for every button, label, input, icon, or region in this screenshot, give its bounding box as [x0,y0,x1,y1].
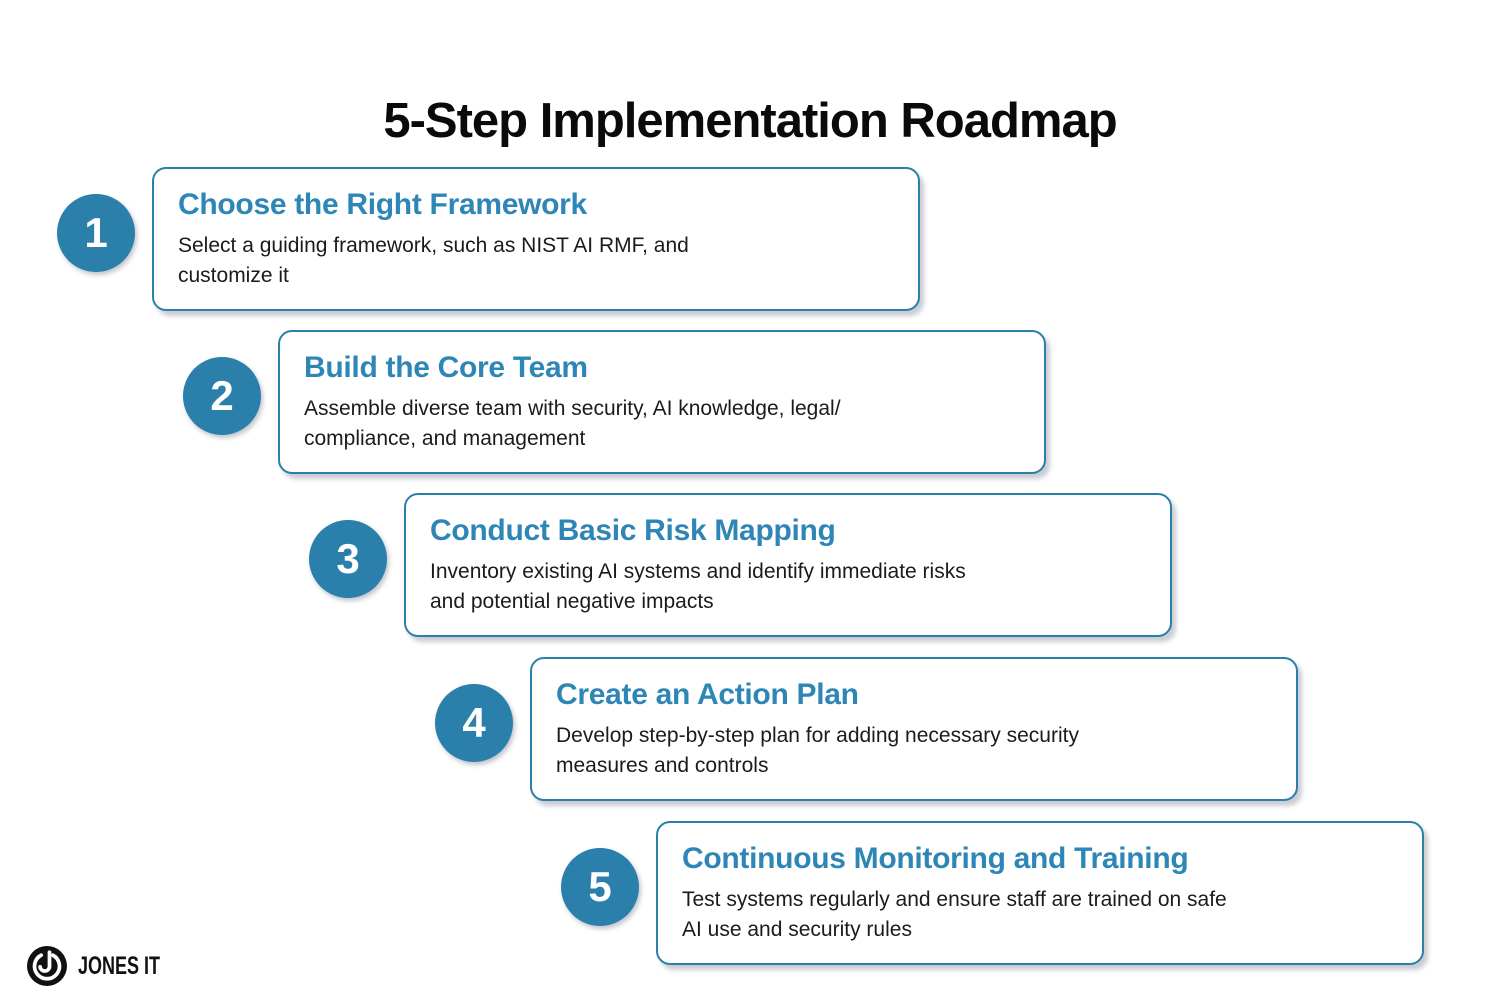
page-title: 5-Step Implementation Roadmap [383,93,1117,148]
step-title: Conduct Basic Risk Mapping [430,514,836,547]
footer-logo: JONES IT [27,946,192,986]
step-card: Build the Core Team Assemble diverse tea… [278,330,1046,474]
step-number: 3 [336,535,360,582]
step-description: Develop step-by-step plan for adding nec… [556,724,1079,777]
step-2: 2 Build the Core Team Assemble diverse t… [183,330,1046,474]
step-number-badge: 4 [435,684,513,762]
step-number-badge: 2 [183,357,261,435]
power-j-icon [27,946,67,986]
step-number: 4 [462,699,486,746]
step-number-badge: 3 [309,520,387,598]
logo-text: JONES IT [78,951,161,980]
step-5: 5 Continuous Monitoring and Training Tes… [561,821,1424,965]
step-number: 1 [84,209,108,256]
step-title: Create an Action Plan [556,678,859,711]
step-title: Continuous Monitoring and Training [682,842,1189,875]
step-description: Assemble diverse team with security, AI … [304,397,841,450]
step-description: Inventory existing AI systems and identi… [430,560,966,613]
step-number-badge: 5 [561,848,639,926]
step-4: 4 Create an Action Plan Develop step-by-… [435,657,1298,801]
step-1: 1 Choose the Right Framework Select a gu… [57,167,920,311]
step-card: Choose the Right Framework Select a guid… [152,167,920,311]
step-description: Select a guiding framework, such as NIST… [178,234,689,287]
step-title: Build the Core Team [304,351,588,384]
step-number: 2 [210,372,234,419]
step-number: 5 [588,863,612,910]
step-number-badge: 1 [57,194,135,272]
step-card: Continuous Monitoring and Training Test … [656,821,1424,965]
step-3: 3 Conduct Basic Risk Mapping Inventory e… [309,493,1172,637]
step-card: Create an Action Plan Develop step-by-st… [530,657,1298,801]
step-card: Conduct Basic Risk Mapping Inventory exi… [404,493,1172,637]
step-description: Test systems regularly and ensure staff … [682,888,1227,941]
step-title: Choose the Right Framework [178,188,587,221]
